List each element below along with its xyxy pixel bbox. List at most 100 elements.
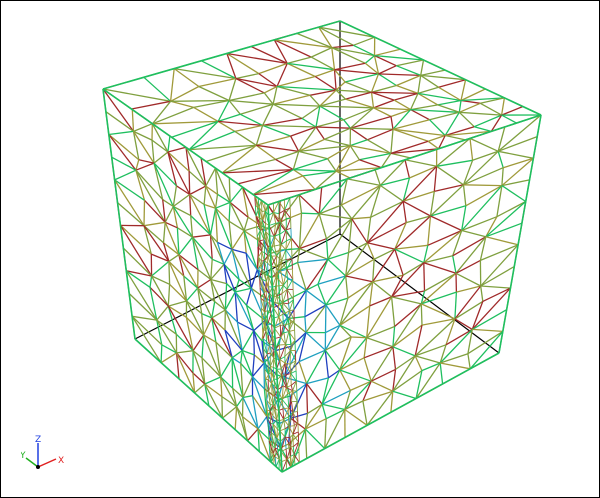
mesh-edge [261, 251, 265, 261]
mesh-edge [327, 218, 353, 260]
mesh-edge [293, 168, 337, 172]
mesh-edge [334, 69, 379, 75]
mesh-edge [280, 336, 286, 345]
mesh-edge [266, 341, 270, 346]
mesh-edge [283, 416, 289, 420]
mesh-edge [185, 147, 207, 187]
mesh-edge [275, 276, 284, 286]
mesh-edge [317, 284, 327, 306]
mesh-edge [162, 199, 174, 208]
mesh-edge [402, 165, 438, 202]
mesh-edge [284, 425, 290, 430]
mesh-edge [290, 454, 295, 468]
mesh-edge [325, 275, 347, 306]
mesh-edge [271, 393, 274, 406]
mesh-edge [288, 299, 294, 305]
mesh-edge [310, 47, 333, 58]
mesh-edge [314, 75, 337, 91]
mesh-edge [392, 390, 417, 400]
mesh-edge [108, 130, 134, 136]
mesh-edge [198, 77, 237, 88]
mesh-edge [304, 413, 309, 430]
mesh-edge [223, 264, 228, 284]
mesh-edge [366, 242, 375, 260]
mesh-edge [269, 410, 274, 425]
mesh-edge [291, 401, 294, 413]
mesh-edge [261, 318, 267, 332]
mesh-edge [460, 88, 486, 102]
mesh-edge [276, 293, 283, 297]
mesh-edge [298, 332, 307, 362]
mesh-edge [496, 200, 527, 218]
mesh-edge [151, 275, 170, 285]
mesh-edge [392, 128, 429, 142]
mesh-edge [278, 200, 281, 223]
mesh-edge [217, 100, 230, 122]
mesh-edge [274, 350, 285, 378]
mesh-edge [269, 451, 271, 462]
mesh-edge [315, 119, 344, 128]
mesh-edge [461, 229, 486, 238]
mesh-edge [498, 150, 534, 159]
mesh-edge [215, 201, 231, 209]
mesh-edge [224, 283, 228, 311]
mesh-edge [280, 448, 287, 452]
mesh-edge [321, 377, 330, 405]
mesh-edge [102, 88, 135, 132]
mesh-edge [286, 289, 294, 300]
mesh-edge [279, 249, 286, 252]
mesh-edge [260, 200, 263, 212]
mesh-edge [324, 418, 327, 449]
mesh-edge [183, 275, 199, 289]
mesh-edge [284, 437, 287, 450]
mesh-edge [285, 238, 292, 250]
mesh-edge [392, 324, 423, 348]
mesh-edge [276, 285, 284, 297]
mesh-edge [214, 168, 219, 195]
mesh-edge [108, 134, 140, 161]
mesh-edge [276, 85, 337, 91]
mesh-edge [427, 134, 446, 142]
mesh-edge [214, 207, 233, 250]
mesh-edge [175, 333, 194, 352]
mesh-edge [267, 275, 270, 287]
mesh-edge [289, 364, 292, 374]
mesh-edge [285, 258, 293, 260]
mesh-edge [373, 55, 380, 75]
mesh-edge [257, 256, 263, 269]
mesh-edge [391, 262, 425, 298]
mesh-edge [163, 242, 180, 256]
mesh-edge [267, 352, 271, 355]
mesh-edge [324, 127, 351, 140]
mesh-edge [423, 262, 426, 292]
mesh-edge [319, 105, 374, 109]
mesh-edge [290, 454, 295, 457]
mesh-edge [164, 206, 174, 223]
mesh-edge [263, 353, 268, 360]
mesh-edge [220, 376, 234, 389]
mesh-edge [186, 300, 203, 315]
mesh-edge [274, 244, 282, 247]
mesh-edge [497, 126, 506, 152]
mesh-edge [469, 330, 504, 370]
mesh-edge [205, 185, 218, 195]
mesh-edge [133, 130, 153, 141]
mesh-edge [272, 423, 278, 439]
mesh-edge [285, 436, 291, 439]
mesh-edge [201, 335, 205, 358]
mesh-edge [280, 332, 285, 338]
mesh-edge [362, 380, 372, 402]
mesh-edge [324, 409, 346, 449]
mesh-edge [299, 238, 327, 250]
mesh-edge [336, 166, 382, 172]
mesh-edge [327, 145, 351, 160]
mesh-edge [430, 215, 462, 232]
mesh-edge [151, 253, 170, 263]
mesh-edge [214, 301, 226, 311]
mesh-edge [228, 220, 245, 232]
mesh-edge [485, 216, 498, 238]
mesh-edge [259, 239, 265, 242]
mesh-edge [270, 255, 278, 267]
mesh-edge [287, 62, 335, 71]
